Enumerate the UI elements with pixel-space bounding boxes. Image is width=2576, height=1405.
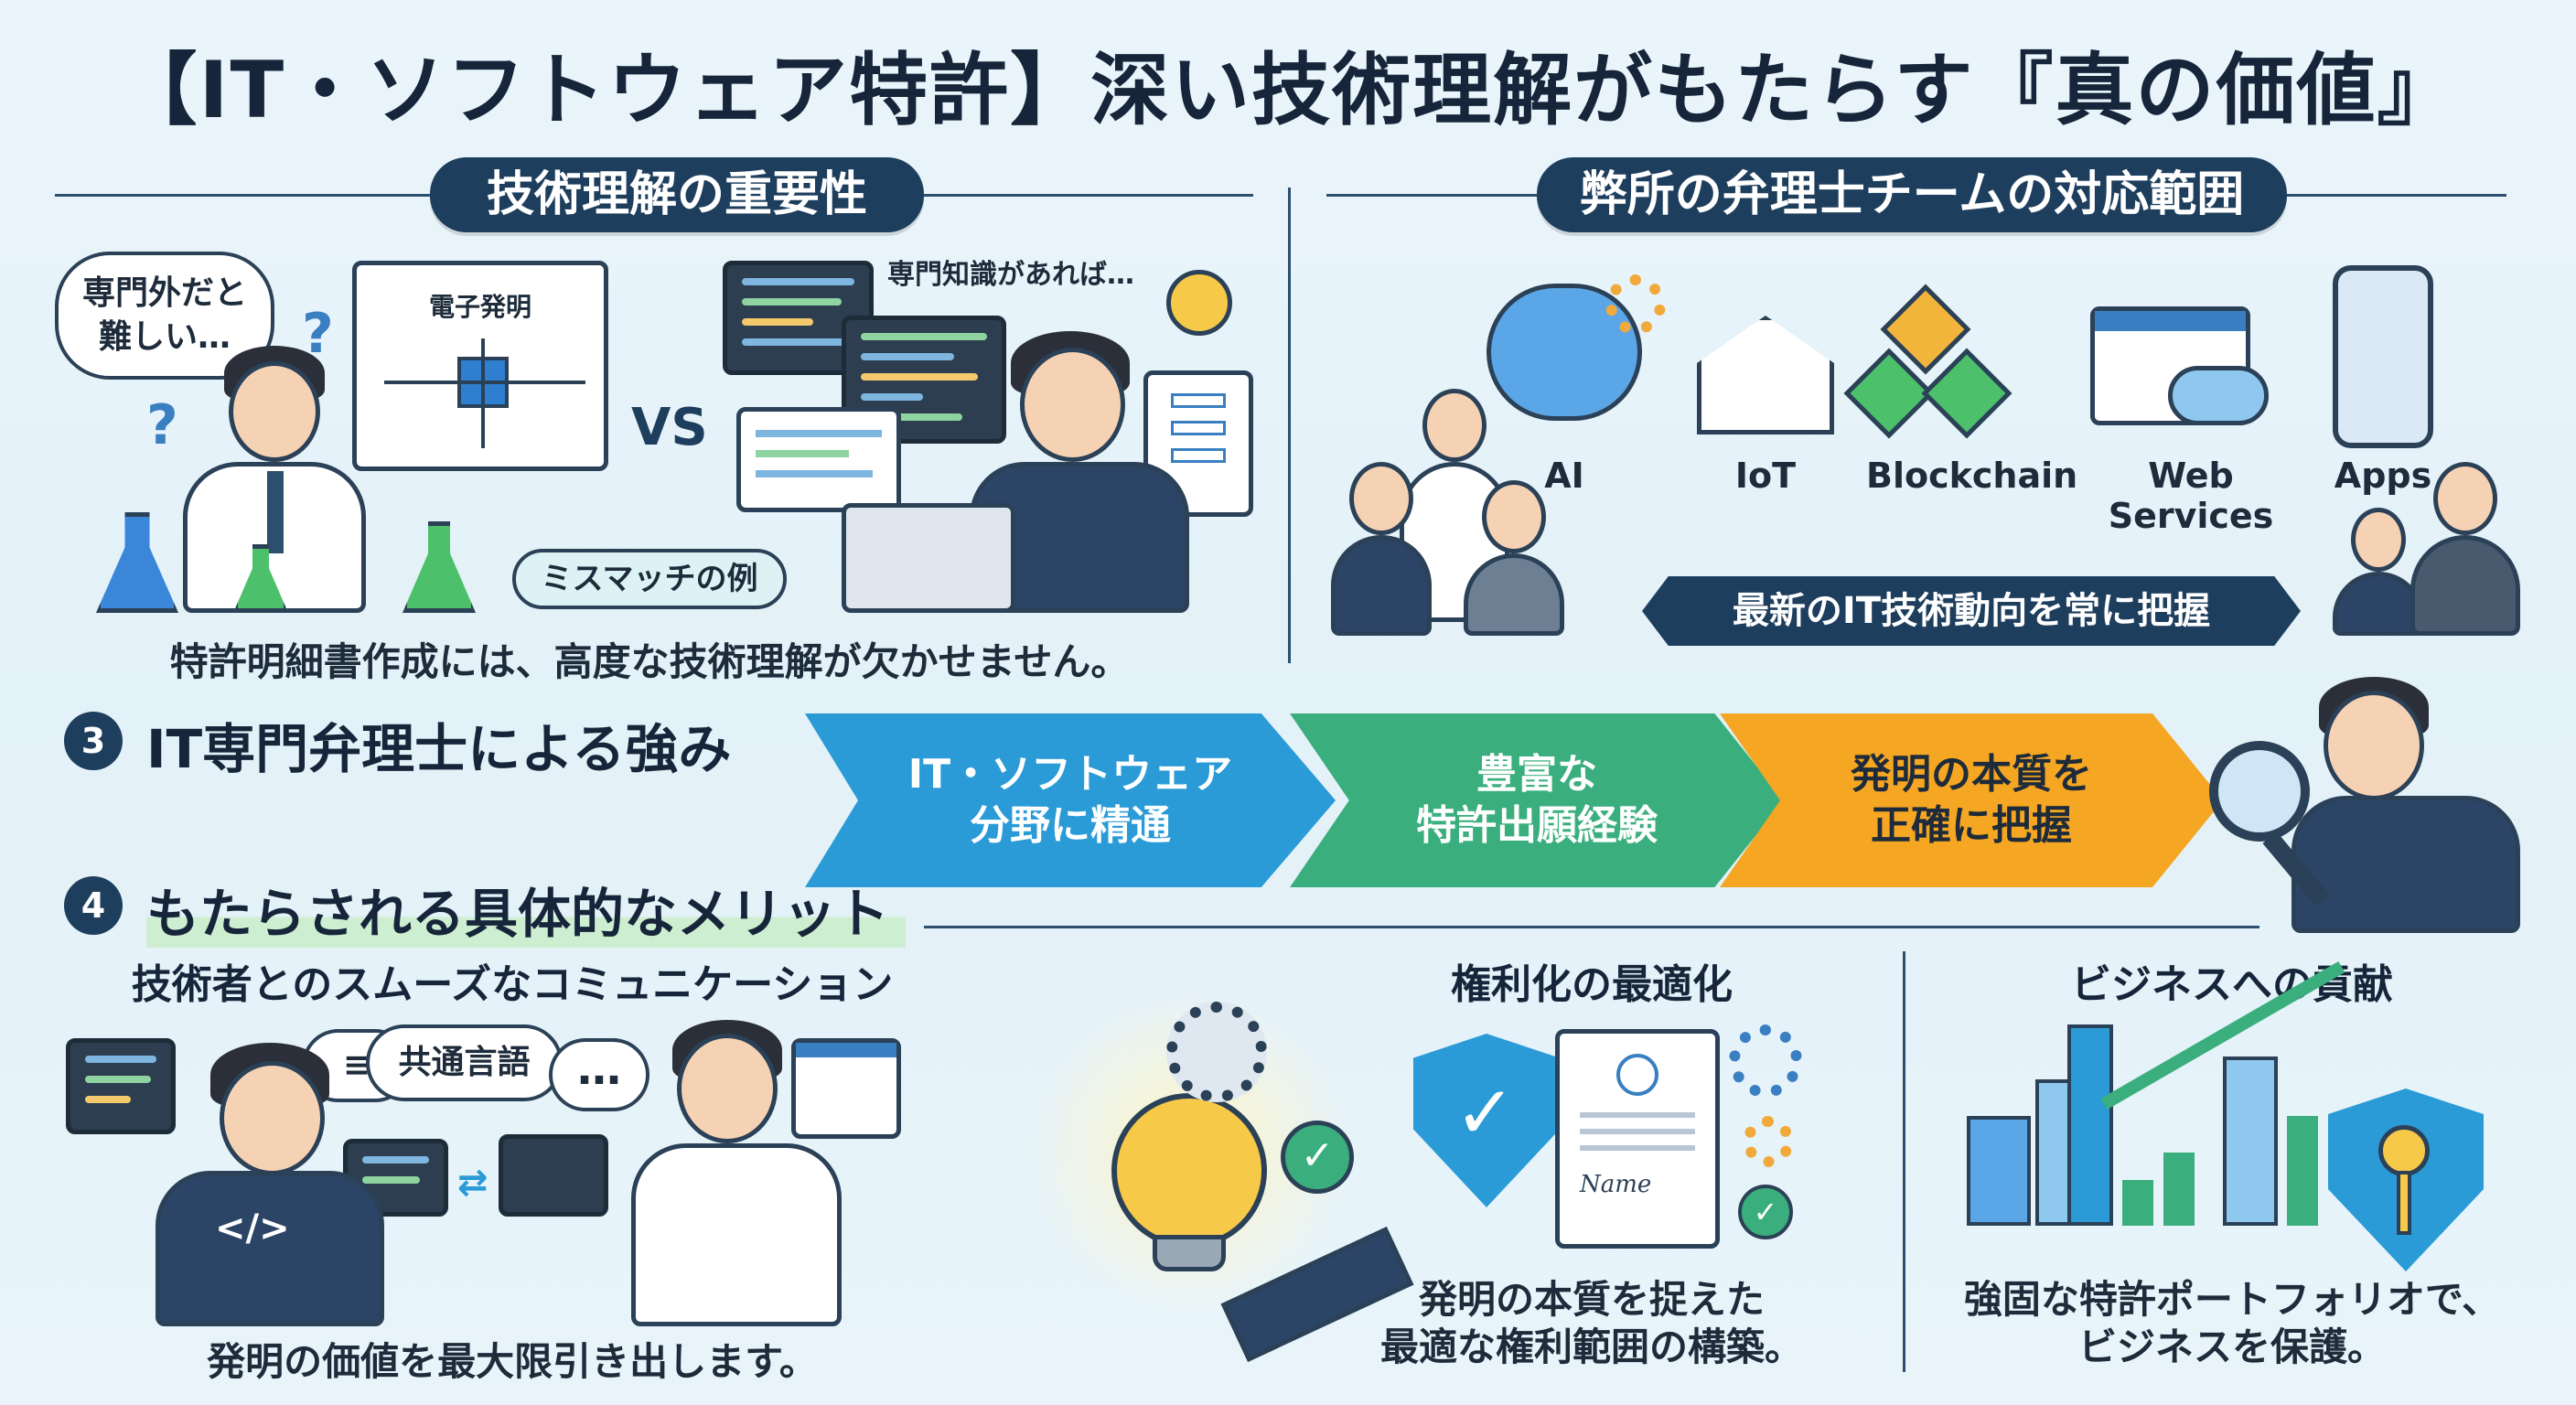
code-tag-glyph: </> (215, 1207, 290, 1249)
lightbulb-icon (1111, 1093, 1267, 1249)
growth-bar (2287, 1116, 2318, 1226)
dialogue-bubble: … (549, 1038, 649, 1111)
expert-thought-text: 専門知識があれば… (887, 259, 1134, 291)
domain-label-blockchain: Blockchain (1866, 456, 2078, 496)
web-layout-screen (791, 1038, 901, 1139)
exchange-arrow-icon: ⇄ (457, 1162, 488, 1204)
smart-home-iot-icon (1697, 316, 1834, 434)
gear-icon (1166, 1002, 1267, 1102)
patent-document-icon: Name (1555, 1029, 1720, 1249)
city-skyline-icon (2223, 1056, 2278, 1226)
merits-heading-rule (924, 926, 2259, 928)
strength-arrow-invention-essence: 発明の本質を 正確に把握 (1720, 713, 2223, 887)
strength-arrow-label: 発明の本質を 正確に把握 (1851, 751, 2092, 849)
difficulty-speech-bubble: 専門外だと 難しい… (55, 252, 274, 380)
circuit-diagram-screen: 電子発明 (352, 261, 608, 471)
mismatch-example-tag: ミスマッチの例 (512, 549, 787, 609)
gear-icon (1729, 1024, 1802, 1098)
cloud-icon (2168, 366, 2269, 425)
top-section-divider (1288, 188, 1291, 663)
communication-caption: 発明の価値を最大限引き出します。 (207, 1339, 818, 1384)
circuit-trace (384, 381, 585, 384)
lightbulb-base (1153, 1235, 1226, 1271)
team-member-head (1422, 389, 1487, 462)
business-caption: 強固な特許ポートフォリオで、 ビジネスを保護。 (1963, 1277, 2501, 1369)
smartphone-apps-icon (2333, 265, 2433, 448)
expert-head (1020, 348, 1125, 462)
team-member-body (1331, 535, 1432, 636)
team-heading-rule-right (2287, 194, 2506, 197)
team-member-body (2410, 535, 2520, 636)
engineer-head (220, 1061, 325, 1175)
section-number-badge: 4 (64, 876, 123, 935)
team-member-head (1482, 480, 1546, 553)
tech-section-heading: 技術理解の重要性 (430, 157, 924, 232)
magnifying-glass-icon (2209, 741, 2310, 842)
rights-caption: 発明の本質を捉えた 最適な権利範囲の構築。 (1379, 1277, 1803, 1369)
strength-arrow-label: 豊富な 特許出願経験 (1416, 751, 1658, 849)
growth-bar (2163, 1153, 2195, 1226)
it-trends-banner: 最新のIT技術動向を常に把握 (1642, 576, 2301, 646)
growth-bar (2122, 1180, 2153, 1226)
brain-ai-icon (1487, 284, 1642, 421)
check-circle-icon: ✓ (1281, 1121, 1354, 1194)
engineer-tshirt (156, 1171, 384, 1326)
city-skyline-icon (1967, 1116, 2031, 1226)
communication-heading: 技術者とのスムーズなコミュニケーション (131, 961, 894, 1008)
attorney-head (677, 1034, 778, 1143)
team-member-head (2433, 462, 2497, 535)
business-heading: ビジネスへの貢献 (2071, 961, 2393, 1008)
tech-heading-rule-left (55, 194, 430, 197)
code-snippet-screen (343, 1139, 448, 1217)
strengths-heading: IT専門弁理士による強み (146, 718, 732, 780)
strength-arrow-filing-experience: 豊富な 特許出願経験 (1290, 713, 1784, 887)
merits-heading: もたらされる具体的なメリット (146, 871, 907, 948)
laptop-icon (842, 503, 1015, 613)
team-heading-rule-left (1326, 194, 1537, 197)
domain-label-ai: AI (1544, 456, 1584, 496)
common-language-bubble: 共通言語 (366, 1024, 563, 1101)
flask-icon (402, 521, 476, 613)
scientist-tie (267, 471, 284, 553)
key-shaft (2397, 1171, 2411, 1235)
team-member-body (1464, 553, 1564, 636)
team-member-head (1349, 462, 1413, 535)
domain-label-iot: IoT (1734, 456, 1797, 496)
versus-label: VS (631, 398, 708, 457)
code-listing-screen (736, 407, 901, 512)
domain-label-apps: Apps (2334, 456, 2432, 496)
page-title: 【IT・ソフトウェア特許】深い技術理解がもたらす『真の価値』 (118, 45, 2458, 136)
confused-scientist-head (229, 361, 320, 462)
city-skyline-icon (2067, 1024, 2113, 1226)
flowchart-screen (499, 1134, 608, 1217)
attorney-lab-coat (631, 1143, 842, 1326)
lightbulb-icon (1166, 270, 1232, 336)
shield-check-mark: ✓ (1454, 1070, 1517, 1155)
circuit-trace (481, 338, 485, 448)
rights-heading: 権利化の最適化 (1451, 961, 1733, 1008)
analyst-suit (2292, 796, 2520, 933)
tech-heading-rule-right (924, 194, 1253, 197)
circuit-screen-title: 電子発明 (428, 292, 531, 322)
gear-icon (1743, 1116, 1794, 1167)
flask-icon (96, 512, 178, 613)
section-number-badge: 3 (64, 712, 123, 770)
code-editor-screen (66, 1038, 176, 1134)
signature-text: Name (1580, 1171, 1652, 1198)
question-mark-icon: ? (146, 393, 178, 457)
team-member-head (2351, 508, 2406, 572)
strength-arrow-label: IT・ソフトウェア 分野に精通 (907, 751, 1233, 849)
gear-icon (1605, 274, 1666, 335)
domain-label-web-services: Web Services (2108, 456, 2274, 536)
code-editor-screen (842, 316, 1006, 444)
tech-caption: 特許明細書作成には、高度な技術理解が欠かせません。 (169, 639, 1130, 684)
merits-divider (1903, 951, 1905, 1372)
key-icon (2378, 1125, 2430, 1176)
flowchart-screen (1143, 370, 1253, 517)
check-circle-icon: ✓ (1738, 1185, 1793, 1239)
team-section-heading: 弊所の弁理士チームの対応範囲 (1537, 157, 2287, 232)
strength-arrow-it-expertise: IT・ソフトウェア 分野に精通 (805, 713, 1336, 887)
analyst-head (2324, 691, 2424, 800)
